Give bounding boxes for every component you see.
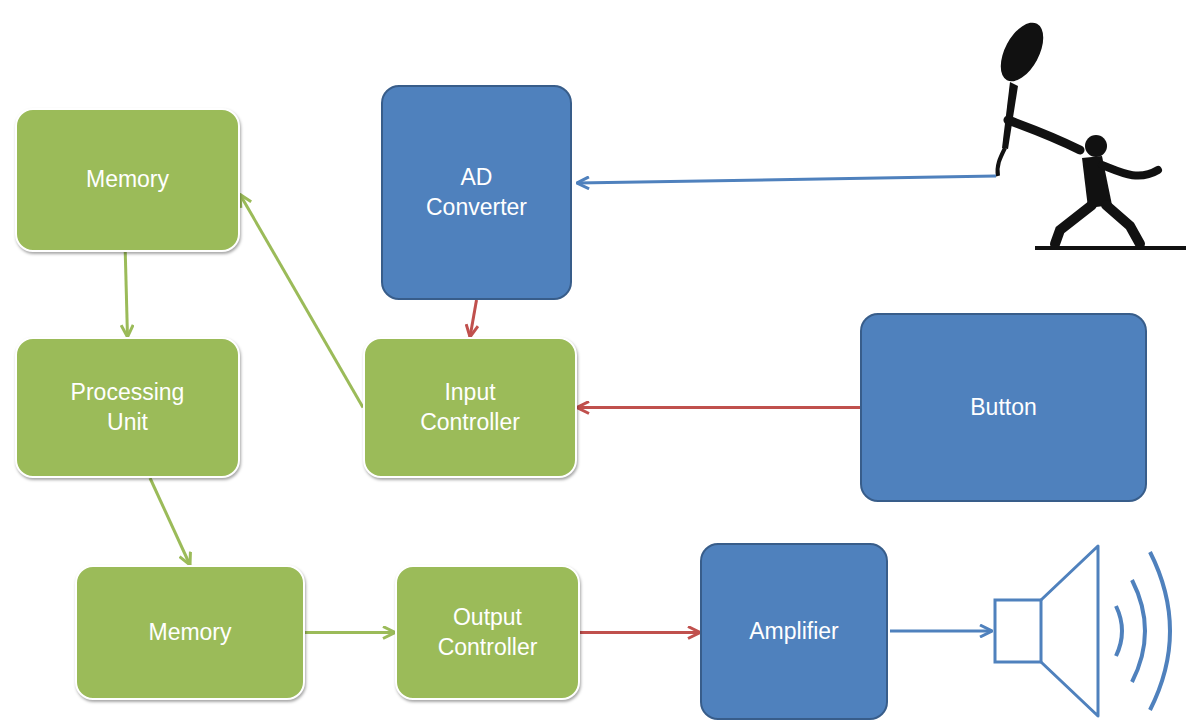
box-label: Memory [148,618,231,648]
process-box: Input Controller [363,337,577,478]
process-box: Memory [75,565,305,700]
box-label: Output Controller [422,603,554,663]
microphone-cable [997,148,1005,176]
signal-arrow [125,252,127,337]
hardware-box: AD Converter [381,85,572,300]
box-label: Processing Unit [62,378,194,438]
box-label: Button [970,393,1037,423]
process-box: Memory [15,108,240,252]
microphone-handle [1002,82,1018,149]
signal-arrow [577,406,860,409]
process-box: Processing Unit [15,337,240,478]
sound-wave [1150,552,1170,710]
hardware-box: Amplifier [700,543,888,720]
singer-leg [1106,205,1140,244]
singer-arm [1008,120,1080,150]
signal-line [890,630,992,633]
signal-arrow [580,631,700,634]
speaker-magnet [995,600,1041,662]
speaker-cone [1041,546,1098,716]
signal-arrow [305,631,395,634]
box-label: Memory [86,165,169,195]
singer-leg [1055,205,1092,244]
speaker-illustration [995,546,1170,716]
singer-head [1085,135,1107,157]
signal-line [577,176,996,183]
signal-arrow [470,300,477,337]
singer-arm [1102,165,1158,176]
process-box: Output Controller [395,565,580,700]
signal-arrow [240,194,363,407]
hardware-box: Button [860,313,1147,502]
signal-arrow [150,478,190,565]
sound-wave [1132,580,1145,682]
stage-floor [1035,246,1186,250]
box-label: Amplifier [749,617,838,647]
box-label: Input Controller [404,378,536,438]
sound-wave [1116,606,1122,656]
microphone-head [992,16,1052,88]
singer-illustration [992,16,1186,248]
box-label: AD Converter [417,163,537,223]
